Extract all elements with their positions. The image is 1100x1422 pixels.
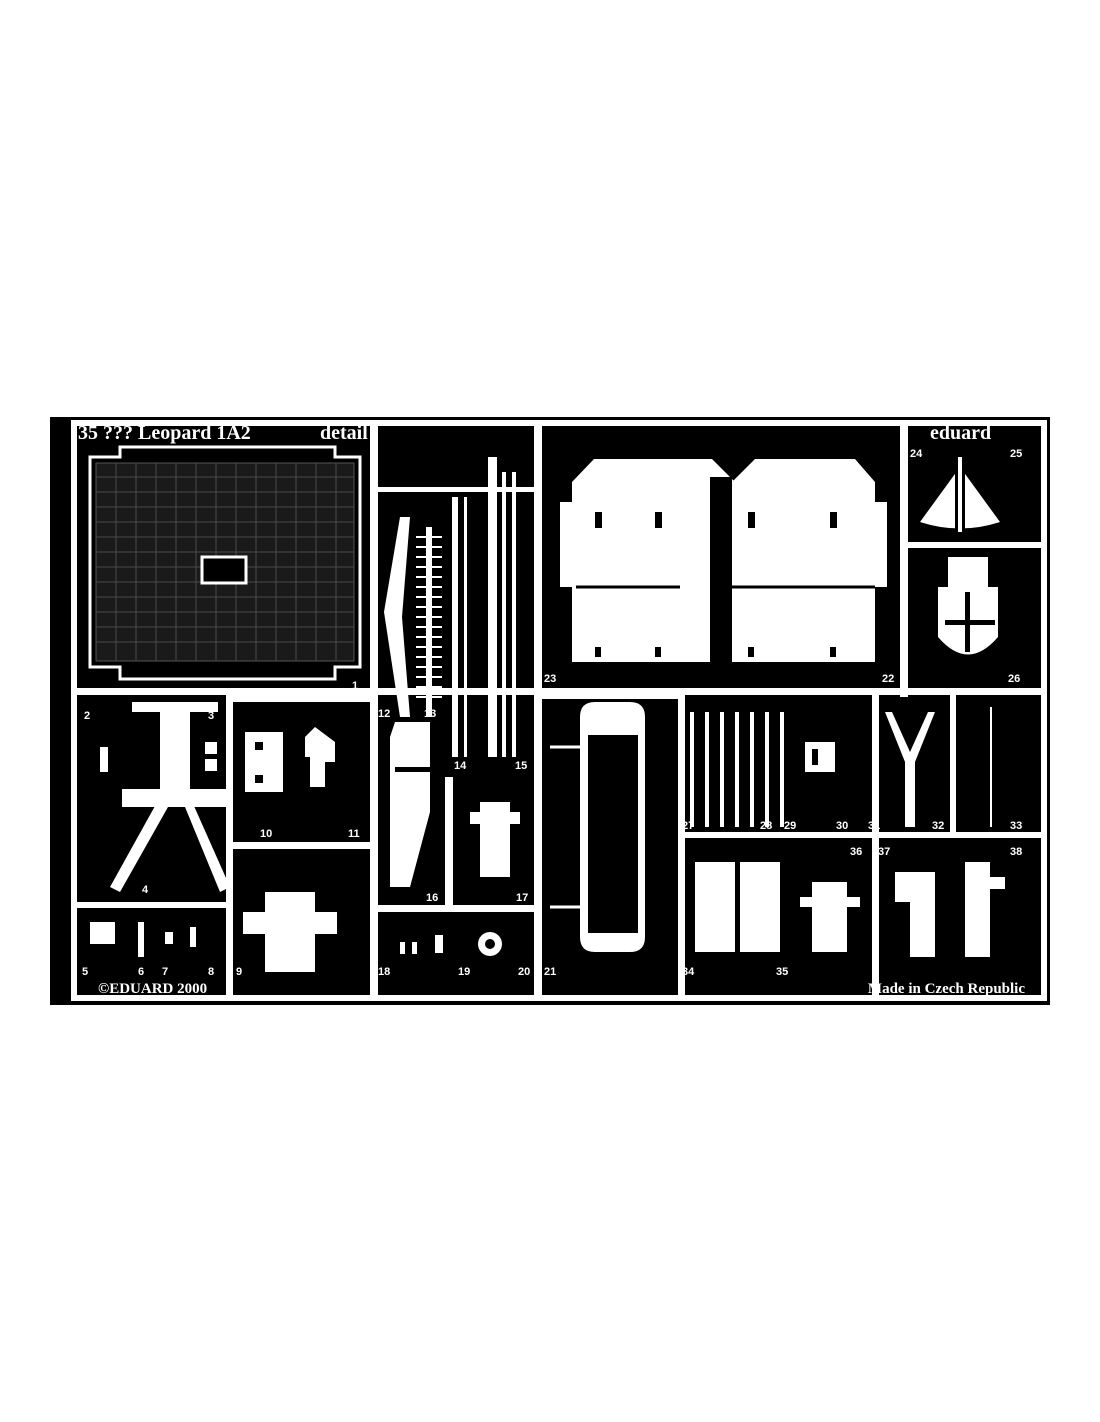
part-2-3-4 (100, 702, 230, 892)
part-24-25 (920, 457, 1000, 532)
part-number: 9 (236, 966, 242, 978)
part-number: 5 (82, 966, 88, 978)
part-number: 13 (424, 708, 436, 720)
part-number: 4 (142, 884, 149, 896)
part-12-13-strips (384, 517, 442, 717)
part-number: 18 (378, 966, 390, 978)
part-number: 16 (426, 892, 438, 904)
part-number: 15 (515, 760, 527, 772)
part-21-frame (550, 702, 645, 952)
part-number: 24 (910, 448, 923, 460)
part-5-6-7-8 (90, 922, 196, 957)
part-number: 14 (454, 760, 467, 772)
part-14-15-rails (452, 457, 516, 757)
part-number: 21 (544, 966, 556, 978)
part-number: 37 (878, 846, 890, 858)
part-number: 10 (260, 828, 272, 840)
part-number: 38 (1010, 846, 1022, 858)
brand-corner: eduard (930, 422, 991, 444)
part-number: 22 (882, 673, 894, 685)
part-1-engine-grille (88, 445, 362, 681)
sheet-title-suffix: detail (320, 422, 368, 444)
part-number: 32 (932, 820, 944, 832)
sheet-title: 35 ??? Leopard 1A2 (78, 422, 251, 444)
part-number: 17 (516, 892, 528, 904)
part-number: 35 (776, 966, 788, 978)
part-9 (243, 892, 337, 972)
part-number: 19 (458, 966, 470, 978)
origin-label: Made in Czech Republic (868, 981, 1025, 997)
part-31-32-33 (885, 707, 992, 827)
part-number: 30 (836, 820, 848, 832)
part-number: 3 (208, 710, 214, 722)
part-number: 26 (1008, 673, 1020, 685)
part-number: 20 (518, 966, 530, 978)
part-number: 29 (784, 820, 796, 832)
part-number: 27 (682, 820, 694, 832)
part-number: 33 (1010, 820, 1022, 832)
part-number: 11 (348, 828, 360, 840)
part-number-labels: 1 2 3 4 5 6 7 8 9 10 11 12 13 14 15 16 1… (82, 448, 1022, 978)
part-10-11 (245, 727, 335, 792)
part-number: 8 (208, 966, 214, 978)
part-number: 25 (1010, 448, 1022, 460)
copyright: ©EDUARD 2000 (98, 981, 207, 997)
part-number: 2 (84, 710, 90, 722)
part-number: 7 (162, 966, 168, 978)
part-number: 12 (378, 708, 390, 720)
part-37-38 (895, 862, 1005, 957)
part-22-23-stowage-bins (560, 459, 887, 667)
part-number: 23 (544, 673, 556, 685)
part-number: 28 (760, 820, 772, 832)
part-17 (470, 802, 520, 877)
part-number: 34 (682, 966, 695, 978)
photo-etch-fret: 35 ??? Leopard 1A2 detail eduard ©EDUARD… (50, 417, 1050, 1005)
fret-frame (71, 420, 1047, 1001)
part-18-19-20 (400, 932, 502, 956)
part-number: 31 (868, 820, 880, 832)
part-number: 1 (352, 680, 358, 692)
part-34-35-36 (695, 862, 860, 952)
part-number: 6 (138, 966, 144, 978)
part-26-hatch (938, 557, 998, 655)
part-16 (390, 722, 430, 887)
part-27-28-29-30 (690, 712, 835, 827)
part-number: 36 (850, 846, 862, 858)
